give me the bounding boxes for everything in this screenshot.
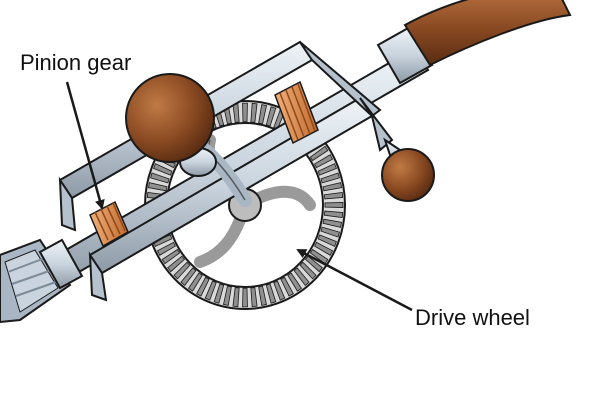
- gear-tooth: [280, 276, 294, 297]
- gear-tooth: [150, 172, 170, 184]
- pinion-gear: [89, 200, 129, 248]
- gear-tooth: [161, 248, 181, 265]
- crank-handle: [125, 73, 252, 207]
- drill-chuck: [0, 238, 84, 324]
- drive-wheel-pointer: [296, 248, 413, 312]
- gear-tooth: [320, 226, 340, 238]
- gear-tooth: [167, 255, 185, 273]
- gear-tooth: [323, 192, 344, 200]
- pinion-gear-pointer: [65, 81, 105, 210]
- gear-tooth: [317, 163, 337, 176]
- gear-tooth: [293, 267, 310, 286]
- drive-wheel-label: Drive wheel: [415, 305, 530, 330]
- gear-tooth: [213, 283, 225, 304]
- gear-tooth: [250, 287, 258, 308]
- gear-tooth: [250, 102, 258, 123]
- gear-tooth: [204, 280, 217, 301]
- gear-tooth: [287, 272, 303, 292]
- gear-tooth: [273, 280, 286, 301]
- gear-tooth: [322, 182, 343, 192]
- pinion-gear-label: Pinion gear: [20, 50, 132, 75]
- gear-tooth: [320, 172, 340, 184]
- gear-tooth: [232, 287, 240, 308]
- gear-tooth: [196, 276, 210, 297]
- gear-tooth: [314, 241, 334, 256]
- gear-tooth: [258, 104, 267, 125]
- gear-tooth: [309, 145, 329, 162]
- gear-tooth: [223, 285, 232, 306]
- gear-tooth: [317, 234, 337, 247]
- gear-tooth: [258, 285, 267, 306]
- gear-tooth: [180, 267, 197, 286]
- gear-tooth: [153, 163, 173, 176]
- gear-tooth: [305, 255, 323, 273]
- gear-tooth: [265, 106, 277, 127]
- gear-tooth: [299, 261, 317, 280]
- main-handle: [403, 0, 572, 67]
- gear-tooth: [265, 283, 277, 304]
- gear-tooth: [187, 272, 203, 292]
- side-handle-knob: [381, 137, 435, 202]
- gear-tooth: [323, 210, 344, 218]
- gear-tooth: [322, 218, 343, 228]
- pinion-gear-upper: [274, 80, 319, 145]
- gear-tooth: [147, 182, 168, 192]
- gear-tooth: [173, 261, 191, 280]
- gear-tooth: [242, 287, 248, 308]
- gear-tooth: [242, 102, 248, 123]
- gear-tooth: [156, 241, 176, 256]
- gear-tooth: [314, 154, 334, 169]
- gear-tooth: [324, 202, 344, 208]
